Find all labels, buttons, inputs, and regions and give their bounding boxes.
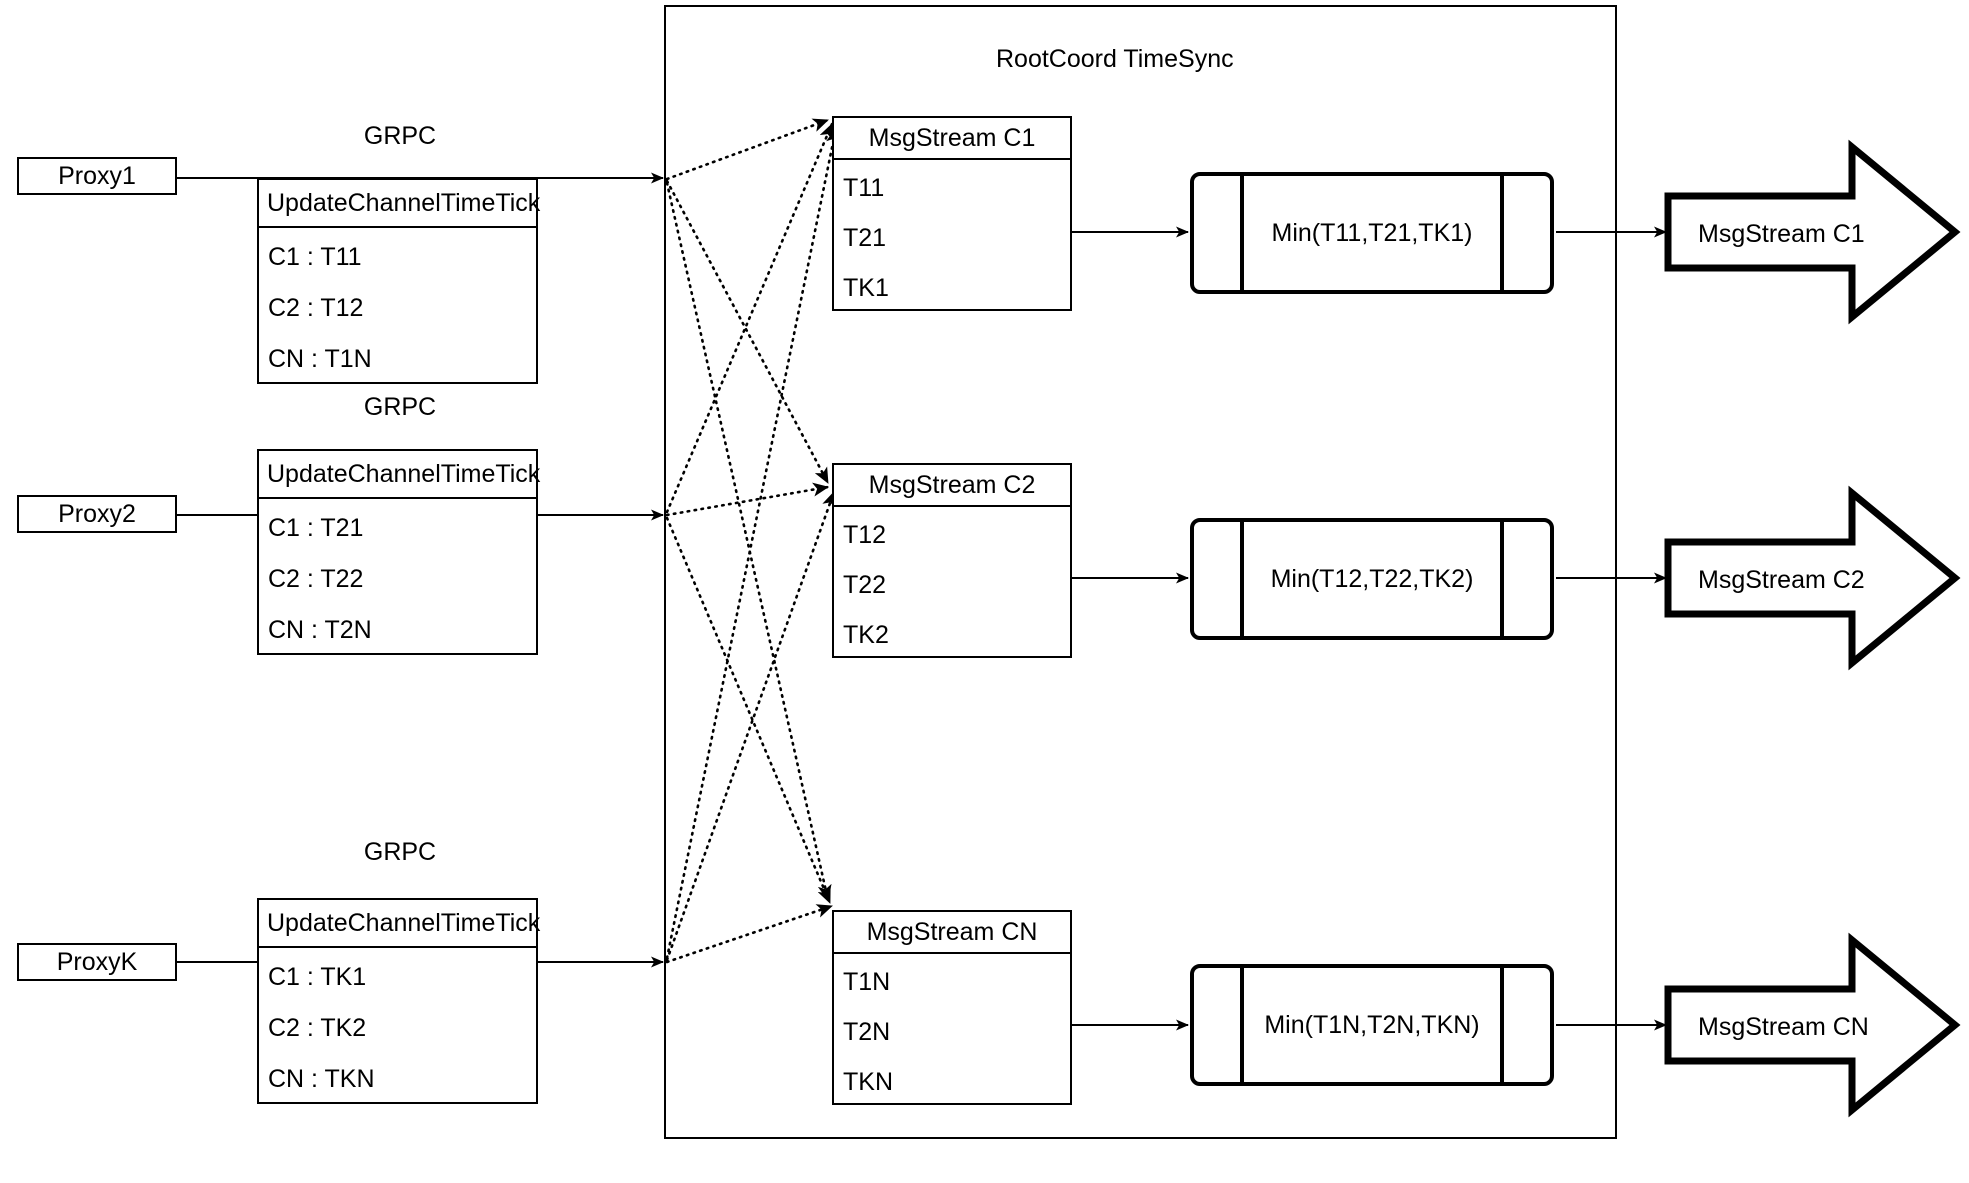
proxy-label: Proxy1: [58, 161, 136, 190]
list-item: TK1: [843, 274, 889, 302]
output-block-arrow-1: MsgStream C1: [1662, 125, 1962, 340]
list-item: C1 : T11: [268, 243, 362, 271]
msgstream-entries: T11 T21 TK1: [834, 160, 1070, 309]
output-block-arrow-label: MsgStream C1: [1698, 220, 1865, 248]
msgstream-box-2: MsgStream C2 T12 T22 TK2: [832, 463, 1072, 658]
list-item: T1N: [843, 968, 891, 996]
grpc-link-label-1: GRPC: [363, 122, 437, 150]
output-block-arrow-label: MsgStream C2: [1698, 566, 1865, 594]
update-channel-timetick-box-3: UpdateChannelTimeTick C1 : TK1 C2 : TK2 …: [257, 898, 540, 1104]
msgstream-title: MsgStream CN: [834, 912, 1070, 954]
list-item: TK2: [843, 621, 889, 649]
proxy-box-2[interactable]: Proxy2: [17, 495, 177, 533]
min-reducer-label: Min(T12,T22,TK2): [1270, 564, 1474, 593]
min-divider-left: [1240, 968, 1244, 1082]
update-channel-timetick-entries: C1 : TK1 C2 : TK2 CN : TKN: [259, 948, 536, 1102]
proxy-box-3[interactable]: ProxyK: [17, 943, 177, 981]
min-divider-right: [1500, 522, 1504, 636]
list-item: T22: [843, 571, 887, 599]
update-channel-timetick-title: UpdateChannelTimeTick: [259, 451, 540, 499]
update-channel-timetick-box-1: UpdateChannelTimeTick C1 : T11 C2 : T12 …: [257, 178, 540, 384]
output-block-arrow-3: MsgStream CN: [1662, 918, 1962, 1133]
proxy-label: ProxyK: [56, 947, 138, 976]
min-reducer-box-1: Min(T11,T21,TK1): [1190, 172, 1554, 294]
list-item: C2 : T22: [268, 565, 364, 593]
list-item: TKN: [843, 1068, 893, 1096]
list-item: C2 : TK2: [268, 1014, 367, 1042]
output-block-arrow-label: MsgStream CN: [1698, 1013, 1869, 1041]
rootcoord-container: [664, 5, 1617, 1139]
min-reducer-box-3: Min(T1N,T2N,TKN): [1190, 964, 1554, 1086]
list-item: CN : T2N: [268, 616, 372, 644]
list-item: CN : T1N: [268, 345, 372, 373]
rootcoord-container-title: RootCoord TimeSync: [996, 45, 1234, 73]
grpc-link-label-3: GRPC: [363, 838, 437, 866]
proxy-box-1[interactable]: Proxy1: [17, 157, 177, 195]
output-block-arrow-2: MsgStream C2: [1662, 471, 1962, 686]
update-channel-timetick-title: UpdateChannelTimeTick: [259, 180, 540, 228]
min-divider-left: [1240, 176, 1244, 290]
min-reducer-label: Min(T11,T21,TK1): [1271, 218, 1473, 247]
update-channel-timetick-box-2: UpdateChannelTimeTick C1 : T21 C2 : T22 …: [257, 449, 540, 655]
min-divider-right: [1500, 968, 1504, 1082]
list-item: C2 : T12: [268, 294, 364, 322]
list-item: T11: [843, 174, 885, 202]
list-item: C1 : T21: [268, 514, 364, 542]
list-item: T21: [843, 224, 887, 252]
list-item: CN : TKN: [268, 1065, 375, 1093]
list-item: T2N: [843, 1018, 891, 1046]
min-reducer-box-2: Min(T12,T22,TK2): [1190, 518, 1554, 640]
msgstream-entries: T12 T22 TK2: [834, 507, 1070, 656]
list-item: T12: [843, 521, 887, 549]
min-reducer-label: Min(T1N,T2N,TKN): [1264, 1010, 1480, 1039]
update-channel-timetick-entries: C1 : T11 C2 : T12 CN : T1N: [259, 228, 536, 382]
msgstream-title: MsgStream C2: [834, 465, 1070, 507]
proxy-label: Proxy2: [58, 499, 136, 528]
grpc-link-label-2: GRPC: [363, 393, 437, 421]
msgstream-box-3: MsgStream CN T1N T2N TKN: [832, 910, 1072, 1105]
msgstream-box-1: MsgStream C1 T11 T21 TK1: [832, 116, 1072, 311]
msgstream-title: MsgStream C1: [834, 118, 1070, 160]
msgstream-entries: T1N T2N TKN: [834, 954, 1070, 1103]
list-item: C1 : TK1: [268, 963, 367, 991]
min-divider-right: [1500, 176, 1504, 290]
update-channel-timetick-entries: C1 : T21 C2 : T22 CN : T2N: [259, 499, 536, 653]
min-divider-left: [1240, 522, 1244, 636]
update-channel-timetick-title: UpdateChannelTimeTick: [259, 900, 540, 948]
